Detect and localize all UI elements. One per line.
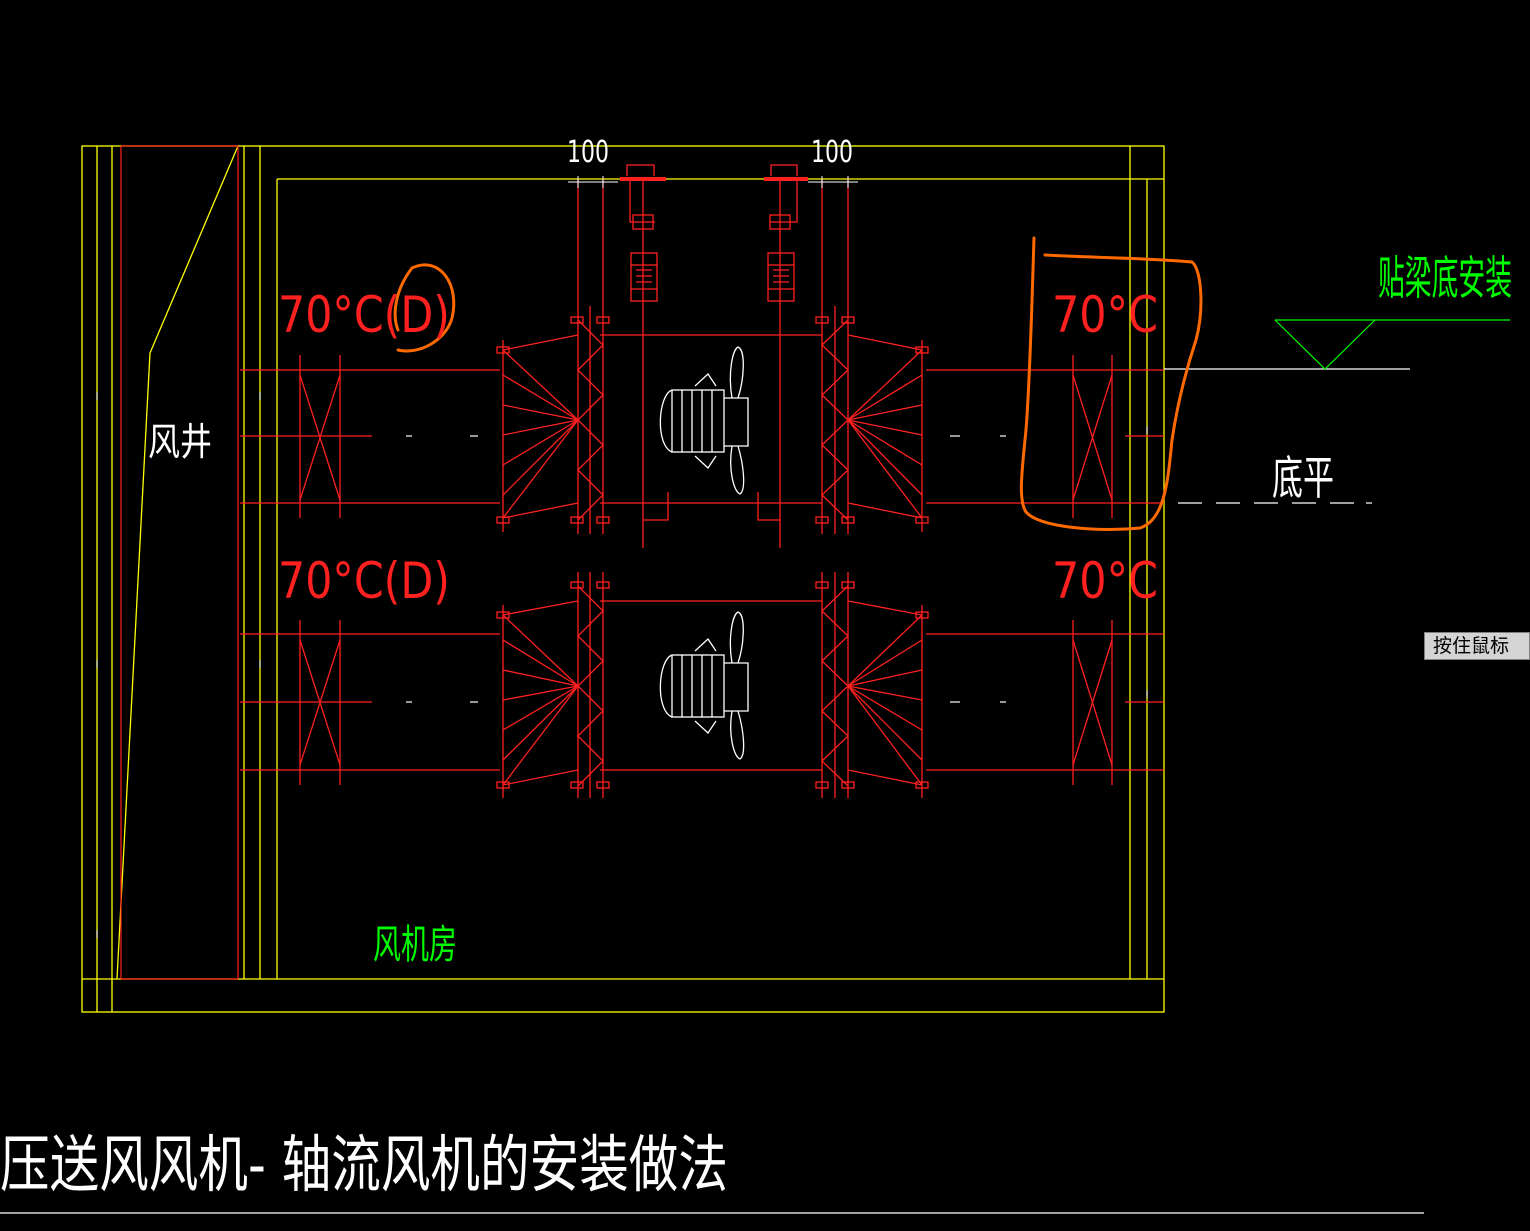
level-marker-icon — [1164, 368, 1410, 504]
spring-hanger-icon — [620, 164, 666, 302]
shaft-label: 风井 — [148, 420, 212, 464]
fan-assembly-lower — [240, 572, 1164, 798]
valve-label-lower-left: 70°C(D) — [278, 552, 450, 610]
beam-note-label: 贴梁底安装 — [1378, 251, 1512, 305]
valve-label-lower-right: 70°C — [1052, 552, 1158, 610]
shaft-frame — [120, 145, 239, 980]
fire-damper-icon — [1072, 355, 1164, 518]
markup-annotations — [393, 236, 1203, 531]
center-lines — [406, 435, 1006, 703]
fan-room-label: 风机房 — [373, 922, 457, 968]
fire-damper-icon — [1072, 620, 1164, 785]
dim-label-right: 100 — [811, 135, 853, 170]
dimension-lines — [568, 176, 858, 188]
fire-damper-icon — [240, 620, 372, 785]
fire-damper-icon — [240, 355, 372, 518]
tooltip-hold-mouse: 按住鼠标 — [1424, 632, 1530, 660]
wall-markers — [96, 392, 1148, 938]
fan-motor-icon — [659, 346, 749, 495]
fan-motor-icon — [659, 611, 749, 760]
level-marker-icon — [1274, 319, 1510, 370]
fan-assembly-upper — [240, 178, 1164, 548]
spring-hanger-icon — [764, 164, 808, 302]
flange-bolts — [496, 316, 929, 524]
room-walls — [81, 145, 1165, 1013]
dim-label-left: 100 — [567, 135, 609, 170]
valve-label-upper-left: 70°C(D) — [278, 286, 450, 344]
drawing-title: 压送风风机- 轴流风机的安装做法 — [0, 1128, 728, 1201]
bottom-level-label: 底平 — [1272, 451, 1334, 505]
valve-label-upper-right: 70°C — [1052, 286, 1158, 344]
